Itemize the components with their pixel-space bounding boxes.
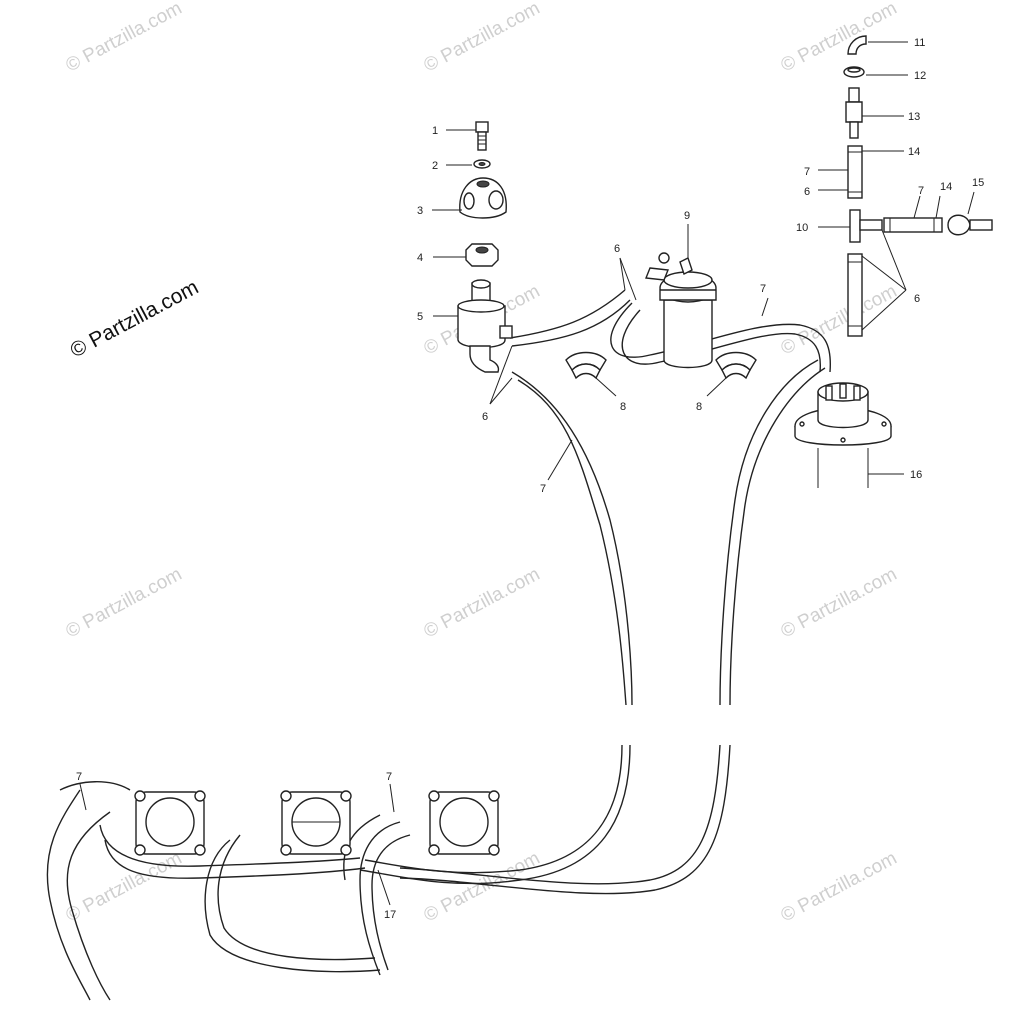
callout-12: 12: [914, 70, 926, 82]
copyright-notice: © Partzilla.com: [67, 276, 203, 363]
part-1-screw: [475, 121, 489, 151]
callouts: 1 2 3 4 5 6 6 6 6 7 7 7 7 7 7 8 8 9 10 1…: [76, 37, 984, 921]
callout-3: 3: [417, 205, 423, 217]
callout-7: 7: [760, 283, 766, 295]
callout-6: 6: [914, 293, 920, 305]
part-16-tank-fitting: [794, 382, 892, 488]
part-12-clamp: [843, 66, 865, 78]
callout-16: 16: [910, 469, 922, 481]
watermark: © Partzilla.com: [62, 0, 185, 76]
watermark: © Partzilla.com: [62, 564, 185, 643]
callout-7: 7: [386, 771, 392, 783]
part-9-filter: [645, 252, 717, 369]
hose-long-middle: [511, 371, 633, 706]
callout-6: 6: [614, 243, 620, 255]
callout-13: 13: [908, 111, 920, 123]
watermark: © Partzilla.com: [62, 848, 185, 927]
callout-6: 6: [482, 411, 488, 423]
vertical-hose-upper: [847, 145, 863, 199]
callout-2: 2: [432, 160, 438, 172]
part-8-clip-left: [565, 351, 607, 380]
bottom-body-left: [134, 790, 206, 856]
part-13-fitting: [845, 87, 863, 139]
callout-14: 14: [908, 146, 920, 158]
part-10-tee: [849, 209, 883, 243]
vertical-hose-lower: [847, 253, 863, 337]
callout-7: 7: [918, 185, 924, 197]
callout-9: 9: [684, 210, 690, 222]
hoses: [46, 289, 832, 1001]
callout-7: 7: [76, 771, 82, 783]
watermark: © Partzilla.com: [777, 564, 900, 643]
callout-8: 8: [696, 401, 702, 413]
horizontal-hose-right: [883, 217, 943, 233]
part-8-clip-right: [715, 351, 757, 380]
callout-8: 8: [620, 401, 626, 413]
callout-5: 5: [417, 311, 423, 323]
part-11-elbow: [847, 35, 867, 55]
hose-long-right: [719, 359, 819, 706]
callout-6: 6: [804, 186, 810, 198]
callout-10: 10: [796, 222, 808, 234]
part-5-valve: [457, 279, 513, 373]
watermark: © Partzilla.com: [420, 564, 543, 643]
callout-leaders: [79, 41, 975, 906]
callout-1: 1: [432, 125, 438, 137]
callout-15: 15: [972, 177, 984, 189]
part-3-cap: [459, 177, 507, 219]
callout-14: 14: [940, 181, 952, 193]
watermark: © Partzilla.com: [777, 848, 900, 927]
part-15-check-valve: [947, 214, 993, 236]
watermark: © Partzilla.com: [777, 0, 900, 76]
hose-valve-to-filter: [509, 289, 626, 339]
hose-bottom-left: [46, 789, 91, 1001]
part-4-nut: [465, 243, 499, 267]
callout-11: 11: [914, 37, 925, 49]
watermark: © Partzilla.com: [777, 281, 900, 360]
bottom-body-middle: [280, 790, 352, 856]
callout-7: 7: [540, 483, 546, 495]
callout-17: 17: [384, 909, 396, 921]
bottom-body-right: [428, 790, 500, 856]
watermark: © Partzilla.com: [420, 848, 543, 927]
watermark: © Partzilla.com: [420, 0, 543, 76]
part-2-washer: [473, 159, 491, 169]
callout-4: 4: [417, 252, 423, 264]
callout-7: 7: [804, 166, 810, 178]
